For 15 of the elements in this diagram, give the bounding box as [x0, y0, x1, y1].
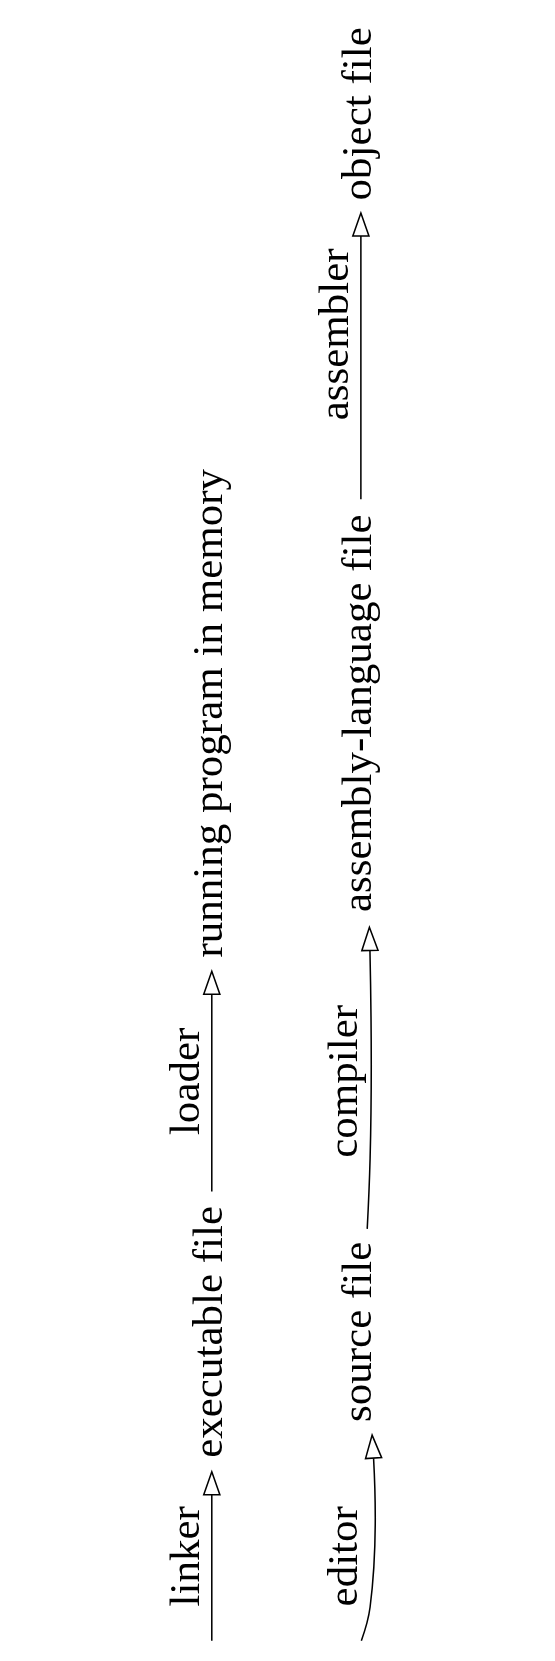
arrow	[360, 1432, 383, 1642]
node-text: executable file	[184, 1205, 232, 1458]
arrow	[202, 1469, 221, 1642]
edge-label: editor	[318, 1506, 366, 1607]
node-text: source file	[333, 1241, 381, 1423]
node-text: assembly-language file	[333, 514, 381, 913]
node-text: running program in memory	[184, 468, 232, 958]
arrow	[202, 968, 221, 1193]
arrow	[351, 210, 371, 501]
edge-label: linker	[160, 1506, 208, 1607]
node-text: object file	[333, 27, 381, 201]
arrow	[360, 925, 380, 1230]
edge-label: loader	[160, 1027, 208, 1136]
edge-label: compiler	[318, 1004, 366, 1158]
edge-label: assembler	[309, 248, 357, 421]
